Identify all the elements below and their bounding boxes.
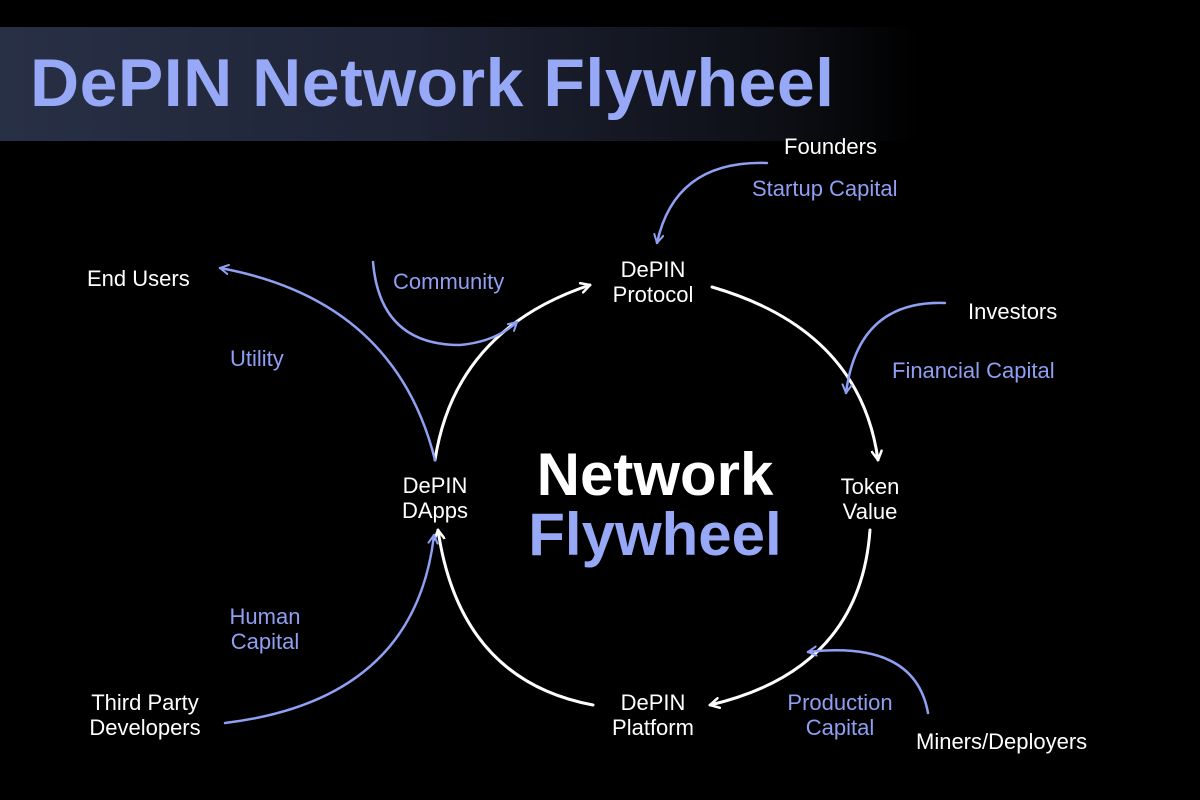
flow-human-line1: Human	[229, 604, 301, 629]
node-depin-dapps-line1: DePIN	[402, 473, 468, 498]
title-band	[0, 27, 920, 141]
flow-label-community: Community	[393, 269, 505, 294]
node-depin-platform-line2: Platform	[612, 715, 694, 740]
actor-developers-line2: Developers	[89, 715, 201, 740]
actor-third-party-developers: Third Party Developers	[78, 690, 212, 740]
actor-investors: Investors	[968, 299, 1058, 324]
flow-arrow-utility	[218, 268, 437, 462]
node-depin-protocol-line1: DePIN	[620, 257, 686, 282]
node-depin-platform: DePIN Platform	[598, 690, 708, 740]
page-title: DePIN Network Flywheel	[30, 45, 835, 121]
flow-arrow-startup-capital	[657, 161, 769, 245]
flow-arrow-human-capital	[223, 533, 434, 725]
node-depin-platform-line1: DePIN	[620, 690, 686, 715]
center-label-line1: Network	[536, 441, 774, 508]
node-depin-protocol: DePIN Protocol	[598, 257, 708, 307]
flow-arrow-financial-capital	[846, 301, 947, 395]
flow-label-utility: Utility	[230, 346, 284, 371]
flow-label-production-capital: Production Capital	[776, 690, 904, 740]
flow-arrow-community	[371, 260, 519, 347]
flow-human-line2: Capital	[230, 629, 300, 654]
flow-label-startup-capital: Startup Capital	[752, 176, 898, 201]
cycle-arrow-protocol-to-token	[710, 285, 878, 462]
node-token-value-line1: Token	[840, 474, 900, 499]
cycle-arrow-platform-to-dapps	[438, 528, 595, 707]
cycle-arrow-dapps-to-protocol	[433, 285, 592, 462]
node-token-value: Token Value	[820, 474, 920, 524]
node-depin-dapps-line2: DApps	[401, 498, 469, 523]
actor-end-users: End Users	[87, 266, 190, 291]
flow-arrow-production-capital	[806, 650, 930, 715]
actor-founders: Founders	[784, 134, 877, 159]
center-label-line2: Flywheel	[528, 501, 782, 568]
node-depin-dapps: DePIN DApps	[385, 473, 485, 523]
node-depin-protocol-line2: Protocol	[612, 282, 694, 307]
center-label: Network Flywheel	[505, 445, 805, 565]
flow-label-financial-capital: Financial Capital	[892, 358, 1055, 383]
flow-production-line2: Capital	[805, 715, 875, 740]
cycle-arrow-token-to-platform	[708, 528, 872, 705]
node-token-value-line2: Value	[842, 499, 898, 524]
flow-production-line1: Production	[787, 690, 893, 715]
flow-label-human-capital: Human Capital	[222, 604, 308, 654]
actor-miners-deployers: Miners/Deployers	[916, 729, 1088, 754]
actor-developers-line1: Third Party	[91, 690, 199, 715]
